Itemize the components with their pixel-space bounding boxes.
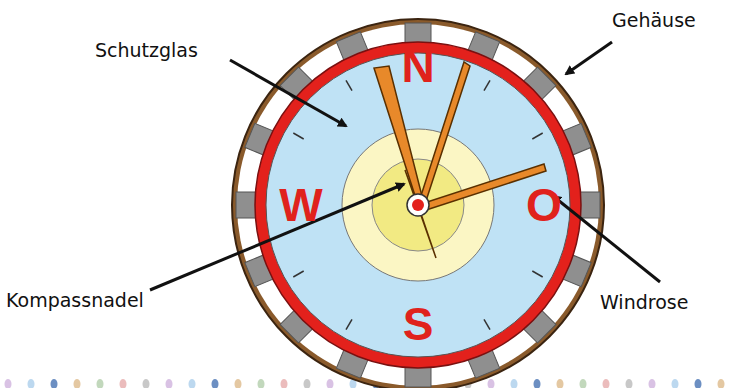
leader-line [230, 60, 346, 126]
decor-dot [189, 379, 196, 388]
decor-dot [143, 379, 150, 388]
decor-dot [281, 379, 288, 388]
housing-ring [232, 19, 604, 388]
decor-dot [304, 379, 311, 388]
tick-mark [293, 271, 303, 277]
decor-dot [28, 379, 35, 388]
decor-dot [580, 379, 587, 388]
part-label: Kompassnadel [6, 290, 144, 311]
tick-mark [532, 271, 542, 277]
decor-dot [488, 379, 495, 388]
leader-line [150, 184, 404, 290]
decor-dot [649, 379, 656, 388]
decor-dot [51, 379, 58, 388]
decor-dot [258, 379, 265, 388]
decor-dot [626, 379, 633, 388]
glass [266, 53, 570, 357]
leader-line [566, 42, 612, 74]
decor-dot [5, 379, 12, 388]
red-ring [255, 42, 581, 368]
decor-dot [511, 379, 518, 388]
compass-needle [374, 62, 546, 258]
decor-dot [235, 379, 242, 388]
decor-dot [534, 379, 541, 388]
housing-block [405, 367, 431, 387]
decor-dot [557, 379, 564, 388]
direction-letter: N [401, 43, 434, 89]
decor-dot [74, 379, 81, 388]
direction-letter: O [526, 182, 562, 228]
tick-mark [346, 80, 352, 90]
leader-line [553, 196, 660, 282]
part-label: Gehäuse [612, 10, 696, 31]
housing-inner [237, 24, 599, 386]
direction-letter: S [403, 301, 434, 347]
tick-mark [293, 133, 303, 139]
housing-block [405, 23, 431, 43]
part-label: Schutzglas [95, 40, 198, 61]
tick-mark [346, 319, 352, 329]
inner-disc [342, 129, 494, 281]
housing-block [236, 192, 256, 218]
housing-blocks [236, 23, 600, 387]
decor-dot [97, 379, 104, 388]
decor-dot [718, 379, 725, 388]
decor-dot [212, 379, 219, 388]
decor-dot [120, 379, 127, 388]
decor-dot [166, 379, 173, 388]
decor-dot [672, 379, 679, 388]
tick-mark [484, 80, 490, 90]
tick-mark [532, 133, 542, 139]
center-disc [372, 159, 464, 251]
decor-dot [327, 379, 334, 388]
part-label: Windrose [600, 292, 688, 313]
decor-dot [603, 379, 610, 388]
housing-block [580, 192, 600, 218]
decor-dot [695, 379, 702, 388]
tick-mark [484, 319, 490, 329]
direction-letter: W [279, 182, 322, 228]
